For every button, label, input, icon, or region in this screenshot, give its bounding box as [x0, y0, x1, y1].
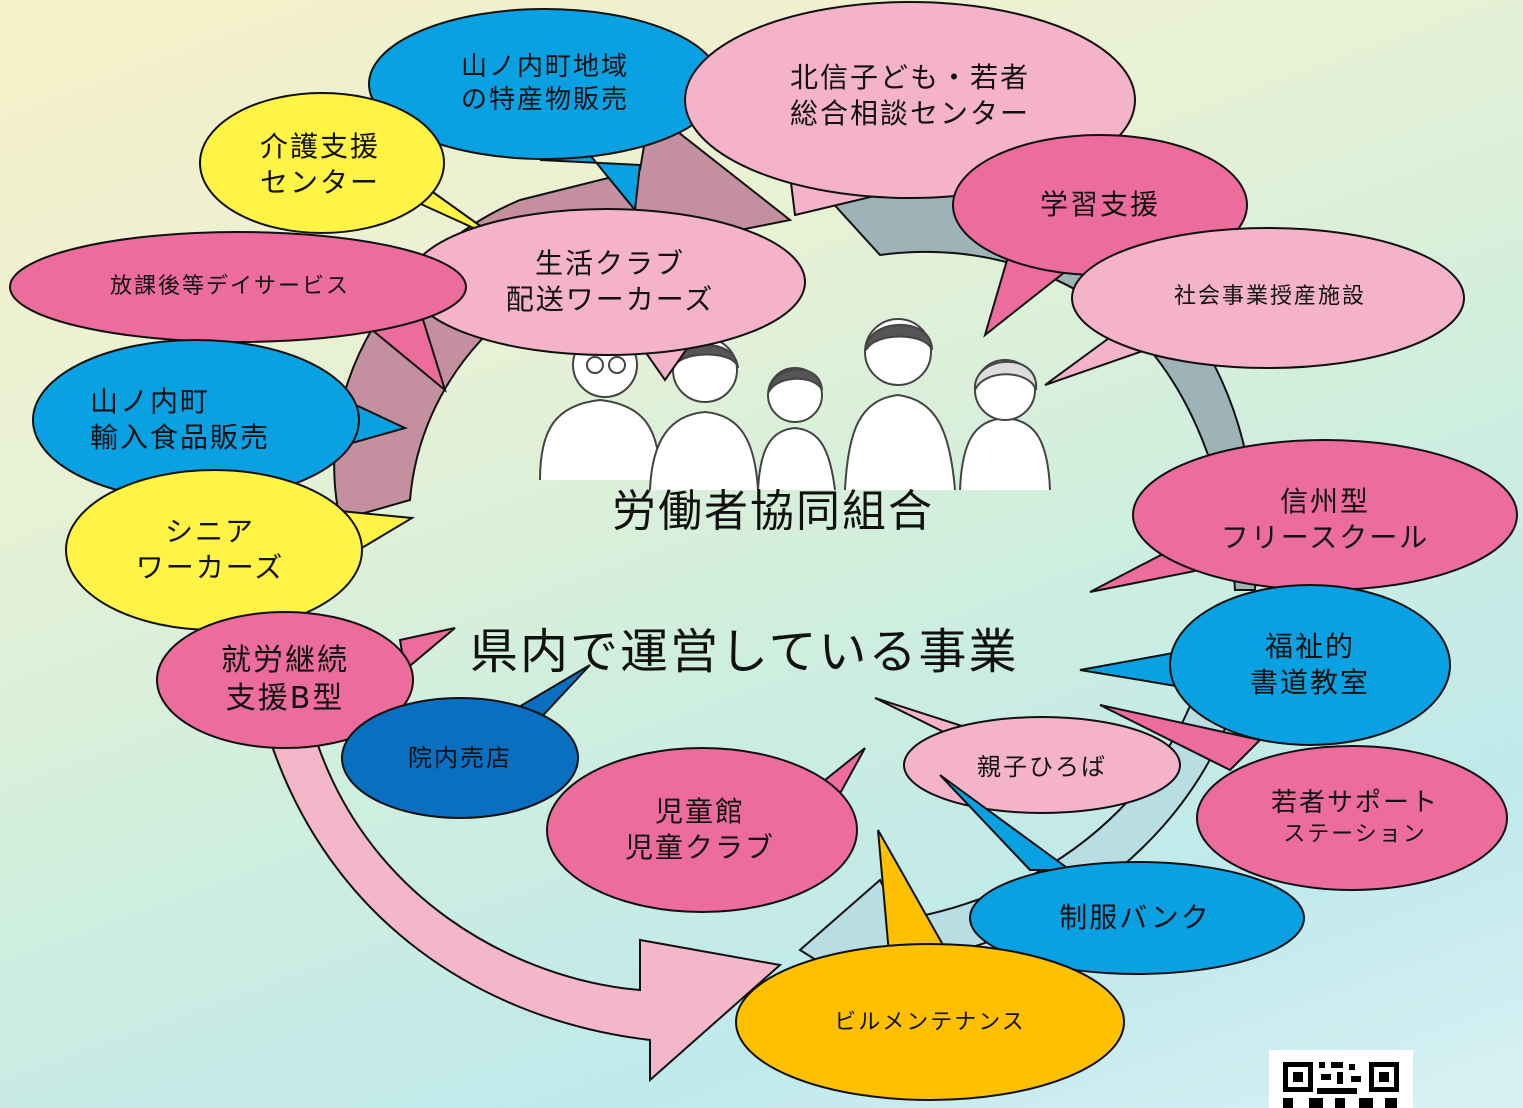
bubble-wakamono	[1099, 704, 1508, 891]
bubble-senior	[65, 469, 416, 631]
label-line: 児童館	[654, 795, 745, 829]
bubble-seikatsu	[408, 208, 806, 382]
page-subtitle: 県内で運営している事業	[470, 624, 1019, 680]
bubble-shinshu	[1089, 439, 1518, 593]
bubble-innai	[341, 664, 591, 819]
label-seifuku: 制服バンク	[1000, 893, 1270, 943]
label-line: 院内売店	[408, 743, 512, 772]
label-line: 書道教室	[1249, 666, 1370, 699]
label-line: 福祉的	[1264, 630, 1355, 664]
label-line: 社会事業授産施設	[1173, 283, 1366, 309]
label-line: フリースクール	[1220, 521, 1430, 554]
bubble-oyako	[874, 697, 1181, 814]
label-line: 輸入食品販売	[90, 421, 271, 454]
qr-code-graphic	[1283, 1062, 1399, 1108]
label-line: シニア	[164, 515, 255, 549]
label-line: 山ノ内町	[90, 385, 211, 419]
label-line: センター	[259, 166, 380, 199]
label-line: の特産物販売	[460, 85, 629, 115]
bubble-yunyu	[32, 339, 408, 501]
label-line: 若者サポート	[1270, 788, 1439, 819]
label-gakushu: 学習支援	[990, 175, 1210, 235]
label-fukushi: 福祉的 書道教室	[1190, 615, 1430, 715]
label-line: 学習支援	[1039, 188, 1160, 222]
label-yunyu: 山ノ内町 輸入食品販売	[60, 370, 320, 470]
label-line: 配送ワーカーズ	[505, 283, 715, 316]
label-line: 就労継続	[221, 642, 349, 678]
page-title: 労働者協同組合	[612, 486, 934, 537]
label-line: 支援B型	[225, 681, 345, 716]
label-wakamono: 若者サポート ステーション	[1220, 775, 1490, 861]
label-kaigo: 介護支援 センター	[220, 115, 420, 215]
label-senior: シニア ワーカーズ	[100, 500, 320, 600]
label-line: ビルメンテナンス	[834, 1009, 1026, 1035]
label-yamanouchi-local: 山ノ内町地域 の特産物販売	[390, 32, 700, 136]
bubble-fukushi	[1079, 584, 1451, 746]
label-shinshu: 信州型 フリースクール	[1180, 470, 1470, 570]
label-building: ビルメンテナンス	[780, 1000, 1080, 1046]
bubble-building	[735, 829, 1125, 1101]
label-line: 北信子ども・若者	[789, 61, 1030, 95]
label-shakai: 社会事業授産施設	[1110, 272, 1430, 322]
bubble-shuro	[156, 611, 456, 749]
qr-code-icon	[1269, 1050, 1413, 1108]
bubble-yamanouchi-local	[368, 8, 722, 213]
label-houkago: 放課後等デイサービス	[40, 262, 420, 312]
label-line: 制服バンク	[1059, 901, 1211, 935]
bubble-shakai	[1044, 227, 1465, 386]
bubble-houkago	[9, 231, 467, 393]
label-line: 児童クラブ	[624, 831, 775, 864]
label-jidokan: 児童館 児童クラブ	[580, 785, 820, 875]
bubble-seifuku	[939, 774, 1305, 975]
label-line: 信州型	[1279, 485, 1370, 519]
label-seikatsu: 生活クラブ 配送ワーカーズ	[460, 232, 760, 332]
label-line: 総合相談センター	[789, 97, 1030, 130]
label-line: 山ノ内町地域	[460, 51, 629, 82]
label-line: 介護支援	[259, 130, 380, 164]
label-line: ワーカーズ	[135, 551, 285, 584]
label-line: ステーション	[1283, 821, 1427, 847]
label-oyako: 親子ひろば	[930, 744, 1154, 790]
arrow-bottom-left-pink	[268, 718, 783, 1083]
label-innai: 院内売店	[360, 735, 560, 781]
label-line: 放課後等デイサービス	[109, 273, 350, 299]
label-line: 親子ひろば	[977, 752, 1107, 781]
bubble-jidokan	[546, 747, 866, 913]
label-hokushin: 北信子ども・若者 総合相談センター	[720, 44, 1100, 148]
label-line: 生活クラブ	[534, 247, 685, 281]
label-shuro: 就労継続 支援B型	[180, 630, 390, 730]
